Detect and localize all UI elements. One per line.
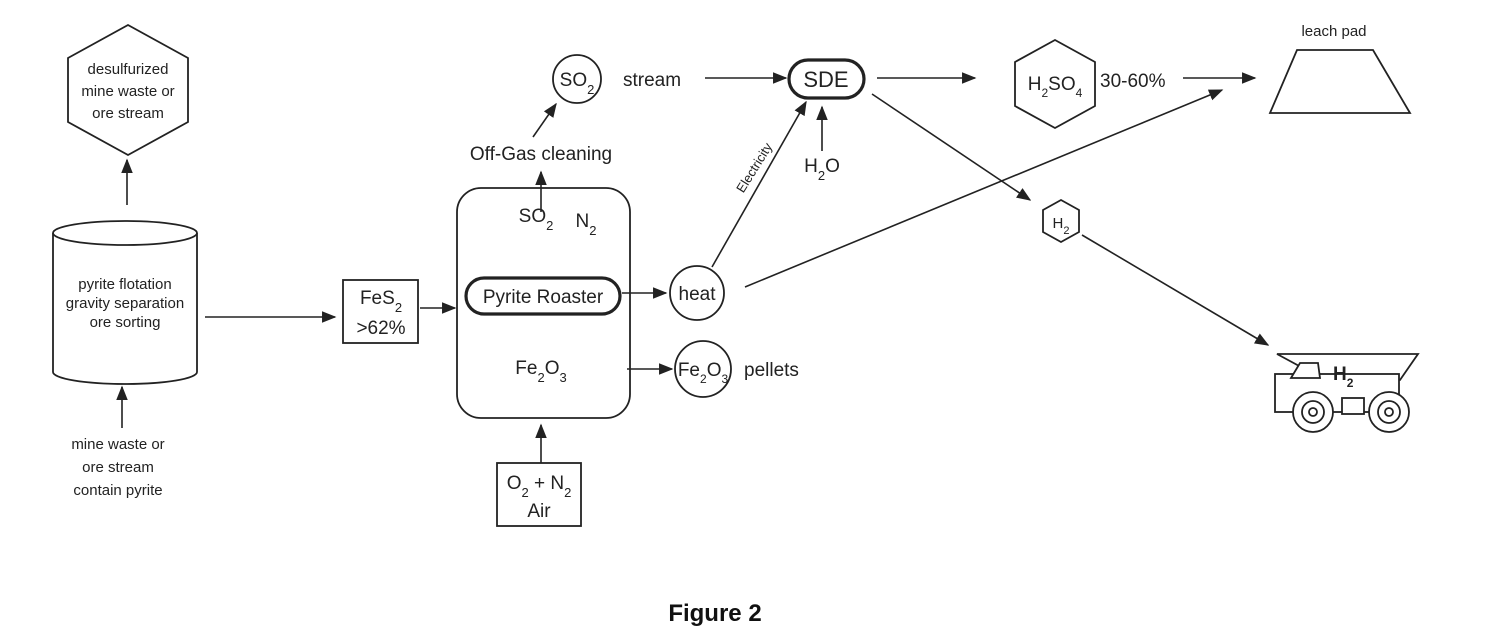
air-sub2: 2 [564,485,571,500]
roaster-o-text: O [545,358,560,379]
so2-stream-node: SO2 stream [553,55,681,103]
figure-caption: Figure 2 [0,600,1430,628]
desulfurized-output-node: desulfurized mine waste or ore stream [68,25,188,155]
arrow-heat-to-sde [712,102,806,267]
roaster-so2-sub: 2 [546,218,553,233]
separation-line-2: gravity separation [66,295,184,312]
h2o-sub: 2 [818,168,825,183]
arrow-heat-to-leach-pad [745,90,1222,287]
separation-cylinder-node: pyrite flotation gravity separation ore … [53,221,197,384]
so2-sub: 2 [587,82,594,97]
feed-line-1: mine waste or [71,436,164,453]
h2o-label: H2O [804,156,840,183]
feed-line-2: ore stream [82,459,154,476]
leach-pad-label: leach pad [1301,23,1366,40]
desulfurized-line-2: mine waste or [81,83,174,100]
h2so4-sub2: 4 [1076,86,1083,100]
roaster-fe-sub: 2 [537,370,544,385]
haul-truck-icon: H2 [1275,354,1418,432]
fe2o3-o: O [707,360,722,381]
h2-sub: 2 [1063,225,1069,237]
roaster-fe-text: Fe [515,358,537,379]
leach-pad-node: leach pad [1270,23,1410,113]
trapezoid-shape [1270,50,1410,113]
so2-stream-label: stream [623,70,681,91]
truck-rear-wheel-hub [1385,408,1393,416]
fes2-concentrate-node: FeS2 >62% [343,280,418,343]
separation-line-1: pyrite flotation [78,276,171,293]
truck-axle-block [1342,398,1364,414]
fes2-subscript: 2 [395,300,402,315]
separation-line-3: ore sorting [90,314,161,331]
truck-h2-sub: 2 [1347,376,1354,390]
fe2o3-pellets-label: pellets [744,360,799,381]
desulfurized-line-3: ore stream [92,105,164,122]
air-input-node: O2 + N2 Air [497,463,581,526]
feed-line-3: contain pyrite [73,482,162,499]
sde-node: SDE [789,60,864,98]
fes2-grade: >62% [356,318,405,339]
heat-node: heat [670,266,724,320]
arrow-sde-to-h2 [872,94,1030,200]
roaster-so2-base: SO [519,206,546,227]
h2so4-node: H2SO4 30-60% [1015,40,1166,128]
arrow-h2-to-truck [1082,235,1268,345]
h2-node: H2 [1043,200,1079,242]
desulfurized-line-1: desulfurized [88,61,169,78]
truck-cab-window [1291,363,1320,378]
roaster-n2-base: N [576,211,590,232]
h2so4-h: H [1028,74,1042,95]
so2-base: SO [560,70,587,91]
fes2-base: FeS [360,288,395,309]
cylinder-top [53,221,197,245]
fe2o3-fe: Fe [678,360,700,381]
roaster-o-sub: 3 [559,370,566,385]
fe2o3-pellets-node: Fe2O3 pellets [675,341,799,397]
h2o-o: O [825,156,840,177]
sde-label: SDE [803,67,848,92]
h2o-h: H [804,156,818,177]
heat-label: heat [679,284,717,305]
truck-h2-h: H [1333,364,1347,385]
air-label: Air [527,501,551,522]
air-plus-n: + N [529,473,564,494]
h2so4-so: SO [1048,74,1075,95]
roaster-n2-sub: 2 [589,223,596,238]
feed-input-label: mine waste or ore stream contain pyrite [71,436,164,499]
pyrite-roaster-label: Pyrite Roaster [483,287,604,308]
h2so4-concentration: 30-60% [1100,71,1166,92]
air-sub1: 2 [521,485,528,500]
h2-h: H [1053,215,1064,232]
offgas-cleaning-label: Off-Gas cleaning [470,144,612,165]
air-o: O [507,473,522,494]
fe2o3-sub2: 3 [721,372,728,386]
roaster-vessel-node: SO2 N2 Pyrite Roaster Fe2O3 [457,188,630,418]
truck-front-wheel-hub [1309,408,1317,416]
arrow-offgas-to-so2 [533,104,556,137]
